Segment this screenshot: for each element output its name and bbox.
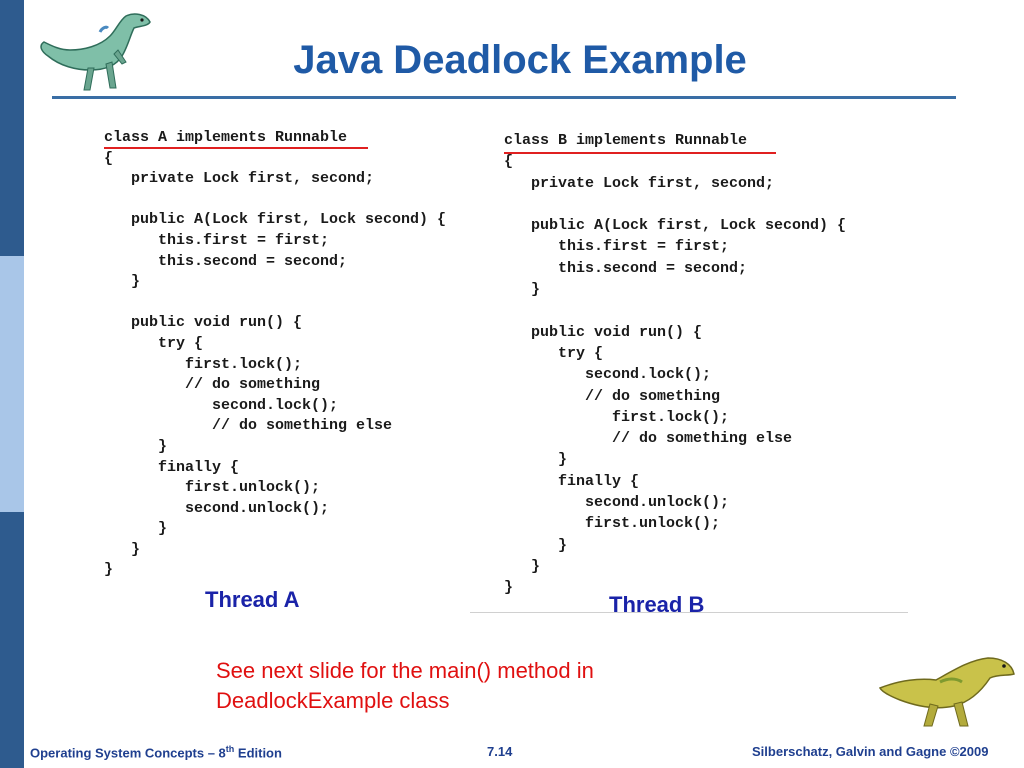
code-line: } xyxy=(104,540,141,558)
dinosaur-icon xyxy=(40,13,151,91)
code-line: second.lock(); xyxy=(504,366,712,384)
code-line: class A implements Runnable xyxy=(104,129,348,146)
code-line: private Lock first, second; xyxy=(104,170,375,188)
code-line: } xyxy=(104,520,168,538)
footer-right: Silberschatz, Galvin and Gagne ©2009 xyxy=(752,744,989,759)
code-line: } xyxy=(104,437,168,455)
code-line: } xyxy=(504,536,568,554)
code-line: { xyxy=(104,149,114,167)
slide-sidebar xyxy=(0,0,24,768)
slide-number: 7.14 xyxy=(487,744,513,759)
code-line: first.unlock(); xyxy=(104,479,321,497)
code-block-b: class B implements Runnable { private Lo… xyxy=(504,130,846,599)
code-line: this.first = first; xyxy=(104,231,330,249)
code-line: } xyxy=(104,561,114,579)
class-a-underline xyxy=(104,147,368,149)
sidebar-band-dark xyxy=(0,0,24,256)
code-line: second.lock(); xyxy=(104,396,339,414)
code-line: } xyxy=(104,273,141,291)
code-line: this.second = second; xyxy=(104,252,348,270)
code-line: public void run() { xyxy=(104,314,303,332)
code-line: public A(Lock first, Lock second) { xyxy=(504,217,847,235)
code-line: // do something xyxy=(504,387,721,405)
code-line: public void run() { xyxy=(504,323,703,341)
code-line: finally { xyxy=(504,472,640,490)
code-line: try { xyxy=(104,334,204,352)
code-line: } xyxy=(504,579,514,597)
slide-title: Java Deadlock Example xyxy=(293,38,747,82)
code-line: class B implements Runnable xyxy=(504,132,748,149)
sidebar-band-dark xyxy=(0,512,24,768)
title-rule xyxy=(52,96,956,99)
code-line: // do something xyxy=(104,376,321,394)
code-line: second.unlock(); xyxy=(504,494,730,512)
slide-note: See next slide for the main() method in … xyxy=(216,658,594,713)
footer-left-sup: th xyxy=(225,744,235,754)
code-line: { xyxy=(504,153,514,171)
code-line: // do something else xyxy=(504,430,793,448)
code-line: private Lock first, second; xyxy=(504,174,775,192)
code-line: public A(Lock first, Lock second) { xyxy=(104,211,447,229)
code-line: first.lock(); xyxy=(504,408,730,426)
footer-left-prefix: Operating System Concepts – 8 xyxy=(30,745,226,761)
code-line: first.lock(); xyxy=(104,355,303,373)
code-divider xyxy=(470,612,908,613)
footer-left: Operating System Concepts – 8th Edition xyxy=(30,744,282,760)
code-line: this.first = first; xyxy=(504,238,730,256)
code-line: first.unlock(); xyxy=(504,515,721,533)
code-block-a: class A implements Runnable { private Lo… xyxy=(104,128,446,581)
code-line: } xyxy=(504,557,541,575)
thread-b-label: Thread B xyxy=(609,592,705,617)
footer-left-suffix: Edition xyxy=(234,745,282,761)
code-line: } xyxy=(504,451,568,469)
dinosaur-icon xyxy=(878,657,1015,727)
code-line: this.second = second; xyxy=(504,259,748,277)
thread-a-label: Thread A xyxy=(205,587,300,612)
code-line: finally { xyxy=(104,458,240,476)
class-b-underline xyxy=(504,152,776,154)
code-line: // do something else xyxy=(104,417,393,435)
code-line: } xyxy=(504,281,541,299)
code-line: try { xyxy=(504,344,604,362)
code-line: second.unlock(); xyxy=(104,499,330,517)
sidebar-band-light xyxy=(0,256,24,512)
